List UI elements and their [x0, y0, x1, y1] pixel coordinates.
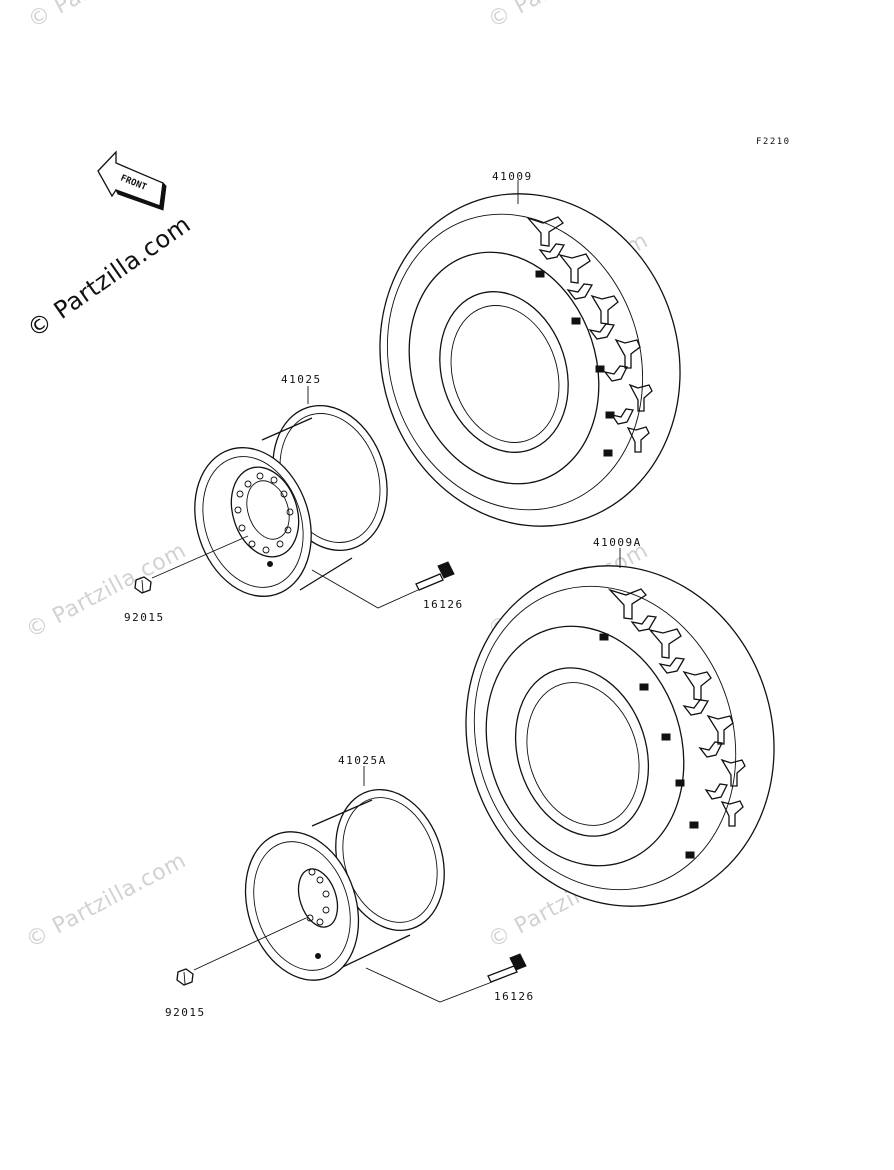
leader-lines: [151, 180, 621, 1003]
part-label-wheel-rear[interactable]: 41025: [281, 373, 322, 386]
wheel-front: [244, 789, 445, 981]
part-label-nut-lower[interactable]: 92015: [165, 1006, 206, 1019]
part-label-valve-upper[interactable]: 16126: [423, 598, 464, 611]
diagram-code: F2210: [756, 137, 791, 147]
part-label-tire-front[interactable]: 41009A: [593, 536, 642, 549]
part-label-tire-rear[interactable]: 41009: [492, 170, 533, 183]
part-label-wheel-front[interactable]: 41025A: [338, 754, 387, 767]
nut-lower: [176, 968, 194, 986]
nut-upper: [134, 576, 152, 594]
valve-lower: [487, 953, 527, 983]
part-label-valve-lower[interactable]: 16126: [494, 990, 535, 1003]
tire-rear: [379, 193, 681, 527]
tire-front: [465, 565, 775, 907]
part-label-nut-upper[interactable]: 92015: [124, 611, 165, 624]
front-arrow-icon: FRONT: [97, 150, 167, 211]
wheel-rear: [194, 404, 388, 597]
valve-upper: [415, 561, 455, 591]
